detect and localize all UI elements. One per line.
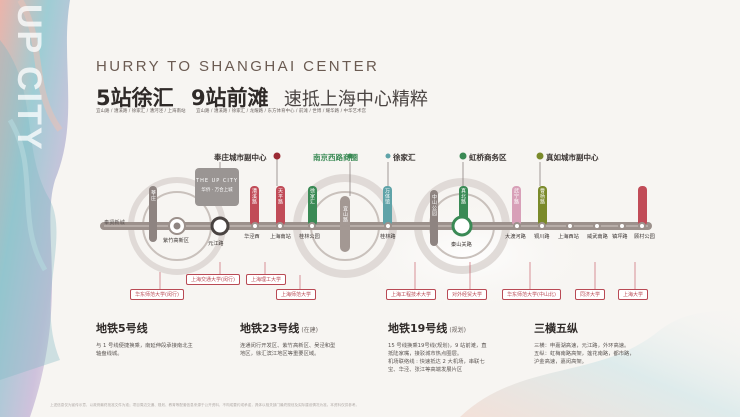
- hub-label-nanjing: 南京西路商圈: [313, 153, 358, 162]
- university-tag-1: 华东师范大学(闵行): [130, 289, 184, 300]
- headline-sub-a: 宜山路 / 漕溪路 / 徐家汇 / 漕河泾 / 上海南站: [96, 109, 186, 114]
- headline-sub-b: 宜山路 / 漕溪路 / 徐家汇 / 龙耀路 / 东方体育中心 / 前滩 / 世博…: [196, 109, 367, 114]
- station-label-yuanjiang: 元江路: [208, 241, 224, 247]
- station-label-weiwu: 威武南路: [587, 234, 608, 240]
- station-node-weiwu: [593, 222, 601, 230]
- station-label-gucun: 顾村公园: [634, 234, 655, 240]
- section-body: 三横：申嘉湖高速，元江路，外环高速。 五纵：虹梅南路高架，莲花南路，都市路， 沪…: [534, 343, 635, 365]
- hub-dot-xujiahui: [385, 153, 391, 159]
- station-label-qinhe: 秦山关路: [451, 242, 472, 248]
- hub-label-hongqiao: 虹桥商务区: [469, 153, 507, 162]
- station-node-zhenping: [618, 222, 626, 230]
- station-label-guilin: 桂林公园: [299, 234, 320, 240]
- station-node-guilinrd: [384, 222, 392, 230]
- station-node-gucun: [638, 222, 646, 230]
- station-label-tongchuan: 铜川路: [534, 234, 550, 240]
- university-tag-9: 上海大学: [618, 289, 649, 300]
- hub-dot-red: [273, 152, 281, 160]
- pillar-label-3: 天平路: [277, 188, 283, 205]
- station-node-huajing: [251, 222, 259, 230]
- station-label-huajing: 华泾西: [244, 234, 260, 240]
- pillar-nanjing-a: [308, 186, 317, 226]
- station-node-shxi: [566, 222, 574, 230]
- pillar-label-7: 中山公园: [431, 194, 437, 216]
- pillar-label-6: 万体馆: [384, 188, 390, 205]
- section-body: 15 号线换乘19号线(规划)，9 站前滩，直 抵陆家嘴，接驳城市热点圈层。 机…: [388, 343, 487, 373]
- section-title: 地铁5号线: [96, 322, 148, 335]
- section-roads: 三横五纵 三横：申嘉湖高速，元江路，外环高速。 五纵：虹梅南路高架，莲花南路，都…: [534, 320, 674, 366]
- logo-line1: THE UP CITY: [196, 178, 238, 184]
- hub-label-zhenru: 真如城市副中心: [546, 153, 599, 162]
- station-label-guilinrd: 桂林路: [380, 234, 396, 240]
- pillar-daduhe: [512, 186, 521, 226]
- headline-a: 5站徐汇: [96, 86, 174, 110]
- section-body: 连通闵行开发区、紫竹高新区、吴泾和型 地区，徐汇滨江地区等重要区域。: [240, 343, 336, 357]
- pillar-label-8: 真北路: [460, 188, 466, 205]
- station-node-tongchuan: [538, 222, 546, 230]
- university-tag-7: 华东师范大学(中山北): [502, 289, 561, 300]
- station-label-shnan: 上海南站: [270, 234, 291, 240]
- footer-disclaimer: 上述信息仅为宣传示意，以政府最终批准文件为准；项目周边交通、规划、教育等配套信息…: [50, 403, 360, 407]
- station-node-qinhe: [451, 215, 473, 237]
- section-body: 与 1 号线便捷换乘，南延伸段承接南北主 轴盘线城。: [96, 343, 193, 357]
- hub-label-xujiahui: 徐家汇: [393, 153, 416, 162]
- pillar-lingyun: [430, 190, 438, 246]
- project-logo: THE UP CITY 华侨 · 万合上城: [195, 168, 239, 206]
- university-tag-2: 上海交通大学(闵行): [186, 274, 240, 285]
- station-label-shxi: 上海西站: [558, 234, 579, 240]
- pillar-label-9: 武宁路: [513, 188, 519, 205]
- university-tag-5: 上海工程技术大学: [386, 289, 437, 300]
- section-title: 三横五纵: [534, 322, 578, 335]
- section-title: 地铁23号线(在建): [240, 322, 318, 335]
- pillar-nanjing-center: [340, 196, 350, 252]
- pillar-label-4: 徐家汇: [309, 188, 315, 205]
- page-headline: 5站徐汇 9站前滩 速抵上海中心精粹: [96, 82, 428, 112]
- university-tag-4: 上海师范大学: [276, 289, 317, 300]
- university-tag-3: 上海理工大学: [246, 274, 287, 285]
- station-core-zizhu: [173, 222, 181, 230]
- pillar-shnan: [276, 186, 285, 226]
- station-node-guilin: [308, 222, 316, 230]
- station-label-zhenping: 镇坪路: [612, 234, 628, 240]
- section-line23: 地铁23号线(在建) 连通闵行开发区、紫竹高新区、吴泾和型 地区，徐汇滨江地区等…: [240, 320, 380, 358]
- headline-b: 9站前滩: [190, 86, 269, 110]
- hub-dot-olive: [536, 152, 544, 160]
- section-line5: 地铁5号线 与 1 号线便捷换乘，南延伸段承接南北主 轴盘线城。: [96, 320, 226, 358]
- pillar-huajing: [250, 186, 259, 226]
- station-label-daduhe: 大渡河路: [505, 234, 526, 240]
- station-label-zizhu: 紫竹高新区: [163, 238, 189, 244]
- pillar-tongchuan: [538, 186, 547, 226]
- pillar-gucun: [638, 186, 647, 226]
- page-tagline: HURRY TO SHANGHAI CENTER: [96, 58, 380, 75]
- station-label-fengxian-ext: 奉贤新城: [104, 220, 125, 226]
- headline-c: 速抵上海中心精粹: [283, 89, 428, 110]
- hub-dot-green: [459, 152, 467, 160]
- logo-line2: 华侨 · 万合上城: [201, 188, 233, 193]
- pillar-label-1: 莘庄: [150, 190, 156, 201]
- pillar-fengxian: [149, 186, 157, 242]
- section-line19: 地铁19号线(规划) 15 号线换乘19号线(规划)，9 站前滩，直 抵陆家嘴，…: [388, 320, 528, 374]
- station-node-shnan: [276, 222, 284, 230]
- hub-label-fengxian: 奉庄城市副中心: [214, 153, 267, 162]
- station-node-daduhe: [513, 222, 521, 230]
- university-tag-8: 同济大学: [575, 289, 606, 300]
- pillar-label-2: 漕溪路: [251, 188, 257, 205]
- pillar-label-10: 曹杨路: [539, 188, 545, 205]
- station-node-yuanjiang: [210, 216, 230, 236]
- section-title: 地铁19号线(规划): [388, 322, 466, 335]
- pillar-label-5: 宜山路: [342, 206, 348, 223]
- pillar-xujiahui: [383, 186, 392, 226]
- university-tag-6: 对外经贸大学: [447, 289, 488, 300]
- hub-dot-nanjing: [347, 153, 353, 159]
